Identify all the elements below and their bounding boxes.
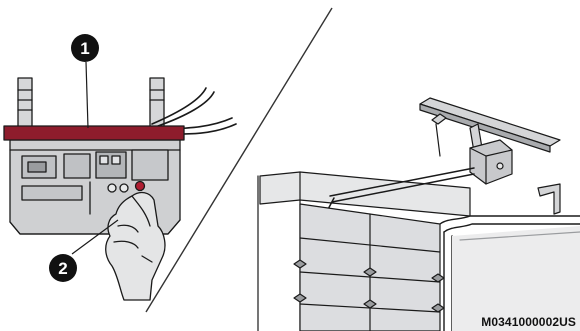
callout-2-number: 2 xyxy=(58,259,67,278)
garage-door xyxy=(294,204,444,331)
callout-2: 2 xyxy=(49,254,77,282)
homelink-unit-illustration xyxy=(4,78,236,300)
mounting-post-left xyxy=(18,78,32,130)
garage-opener-illustration xyxy=(258,98,580,331)
opener-motor-unit xyxy=(470,140,512,184)
figure-id-code: M0341000002US xyxy=(481,315,576,329)
garage-wall xyxy=(260,172,470,216)
callout-1-leader xyxy=(86,62,88,128)
callout-1: 1 xyxy=(71,34,99,62)
callout-1-number: 1 xyxy=(80,39,89,58)
mounting-bar xyxy=(4,126,184,140)
indicator-light xyxy=(136,182,145,191)
